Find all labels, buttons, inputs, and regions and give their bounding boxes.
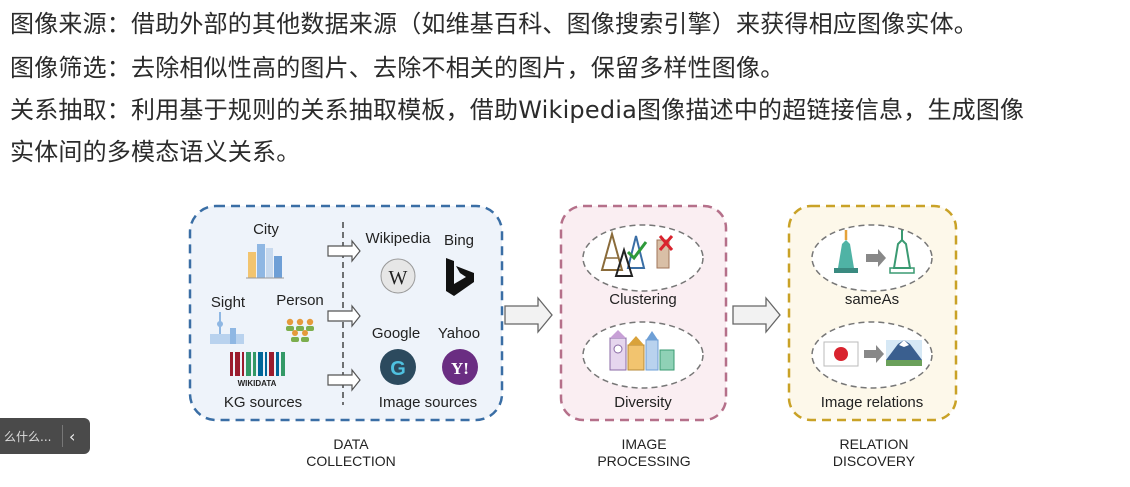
wikipedia-icon: W bbox=[380, 258, 416, 294]
japan-flag-icon bbox=[823, 341, 859, 367]
image-processing-caption-line2: PROCESSING bbox=[597, 453, 690, 469]
person-icon bbox=[286, 318, 314, 342]
city-label: City bbox=[253, 221, 279, 238]
flow-arrow-icon bbox=[732, 296, 781, 334]
image-relations-label: Image relations bbox=[821, 394, 924, 411]
data-collection-caption-line1: DATA bbox=[333, 436, 369, 452]
yahoo-icon: Y! bbox=[442, 349, 478, 385]
google-icon: G bbox=[380, 349, 416, 385]
image-sources-label: Image sources bbox=[379, 394, 477, 411]
clustering-ellipse bbox=[582, 224, 704, 292]
wikidata-logo: WIKIDATA bbox=[230, 352, 285, 388]
toolbar-separator bbox=[62, 425, 63, 447]
floating-toolbar[interactable]: 么什么... ‹ bbox=[0, 418, 90, 454]
chevron-left-icon[interactable]: ‹ bbox=[69, 426, 76, 446]
statue-of-liberty-icon bbox=[889, 230, 915, 274]
text-line-2: 图像筛选：去除相似性高的图片、去除不相关的图片，保留多样性图像。 bbox=[10, 54, 785, 82]
bing-icon bbox=[446, 258, 474, 296]
arrow-icon bbox=[327, 368, 361, 392]
diversity-label: Diversity bbox=[614, 394, 672, 411]
floating-toolbar-text[interactable]: 么什么... bbox=[4, 429, 52, 444]
city-icon bbox=[246, 244, 284, 279]
landmarks-icon bbox=[600, 230, 674, 277]
kg-sources-label: KG sources bbox=[224, 394, 302, 411]
text-line-1: 图像来源：借助外部的其他数据来源（如维基百科、图像搜索引擎）来获得相应图像实体。 bbox=[10, 10, 978, 38]
text-line-4: 实体间的多模态语义关系。 bbox=[10, 138, 301, 166]
image-processing-caption-line1: IMAGE bbox=[621, 436, 666, 452]
buildings-icon bbox=[609, 330, 675, 371]
yahoo-label: Yahoo bbox=[438, 325, 480, 342]
arrow-icon bbox=[327, 304, 361, 328]
sight-icon bbox=[210, 312, 244, 344]
google-label: Google bbox=[372, 325, 420, 342]
svg-text:Y!: Y! bbox=[451, 359, 469, 378]
relation-discovery-caption-line2: DISCOVERY bbox=[833, 453, 916, 469]
arrow-icon bbox=[866, 249, 886, 267]
clustering-label: Clustering bbox=[609, 291, 677, 308]
person-label: Person bbox=[276, 292, 324, 309]
same-as-label: sameAs bbox=[845, 291, 899, 308]
svg-text:G: G bbox=[390, 358, 406, 380]
mount-fuji-icon bbox=[886, 340, 922, 366]
statue-of-liberty-icon bbox=[834, 230, 858, 273]
svg-text:W: W bbox=[389, 267, 408, 289]
data-collection-caption-line2: COLLECTION bbox=[306, 453, 395, 469]
wikidata-logo-text: WIKIDATA bbox=[238, 379, 277, 388]
text-line-3: 关系抽取：利用基于规则的关系抽取模板，借助Wikipedia图像描述中的超链接信… bbox=[10, 96, 1025, 124]
sight-label: Sight bbox=[211, 294, 246, 311]
flow-arrow-icon bbox=[504, 296, 553, 334]
arrow-icon bbox=[327, 239, 361, 263]
wikipedia-label: Wikipedia bbox=[365, 230, 431, 247]
arrow-icon bbox=[864, 345, 884, 363]
bing-label: Bing bbox=[444, 232, 474, 249]
relation-discovery-caption-line1: RELATION bbox=[840, 436, 909, 452]
